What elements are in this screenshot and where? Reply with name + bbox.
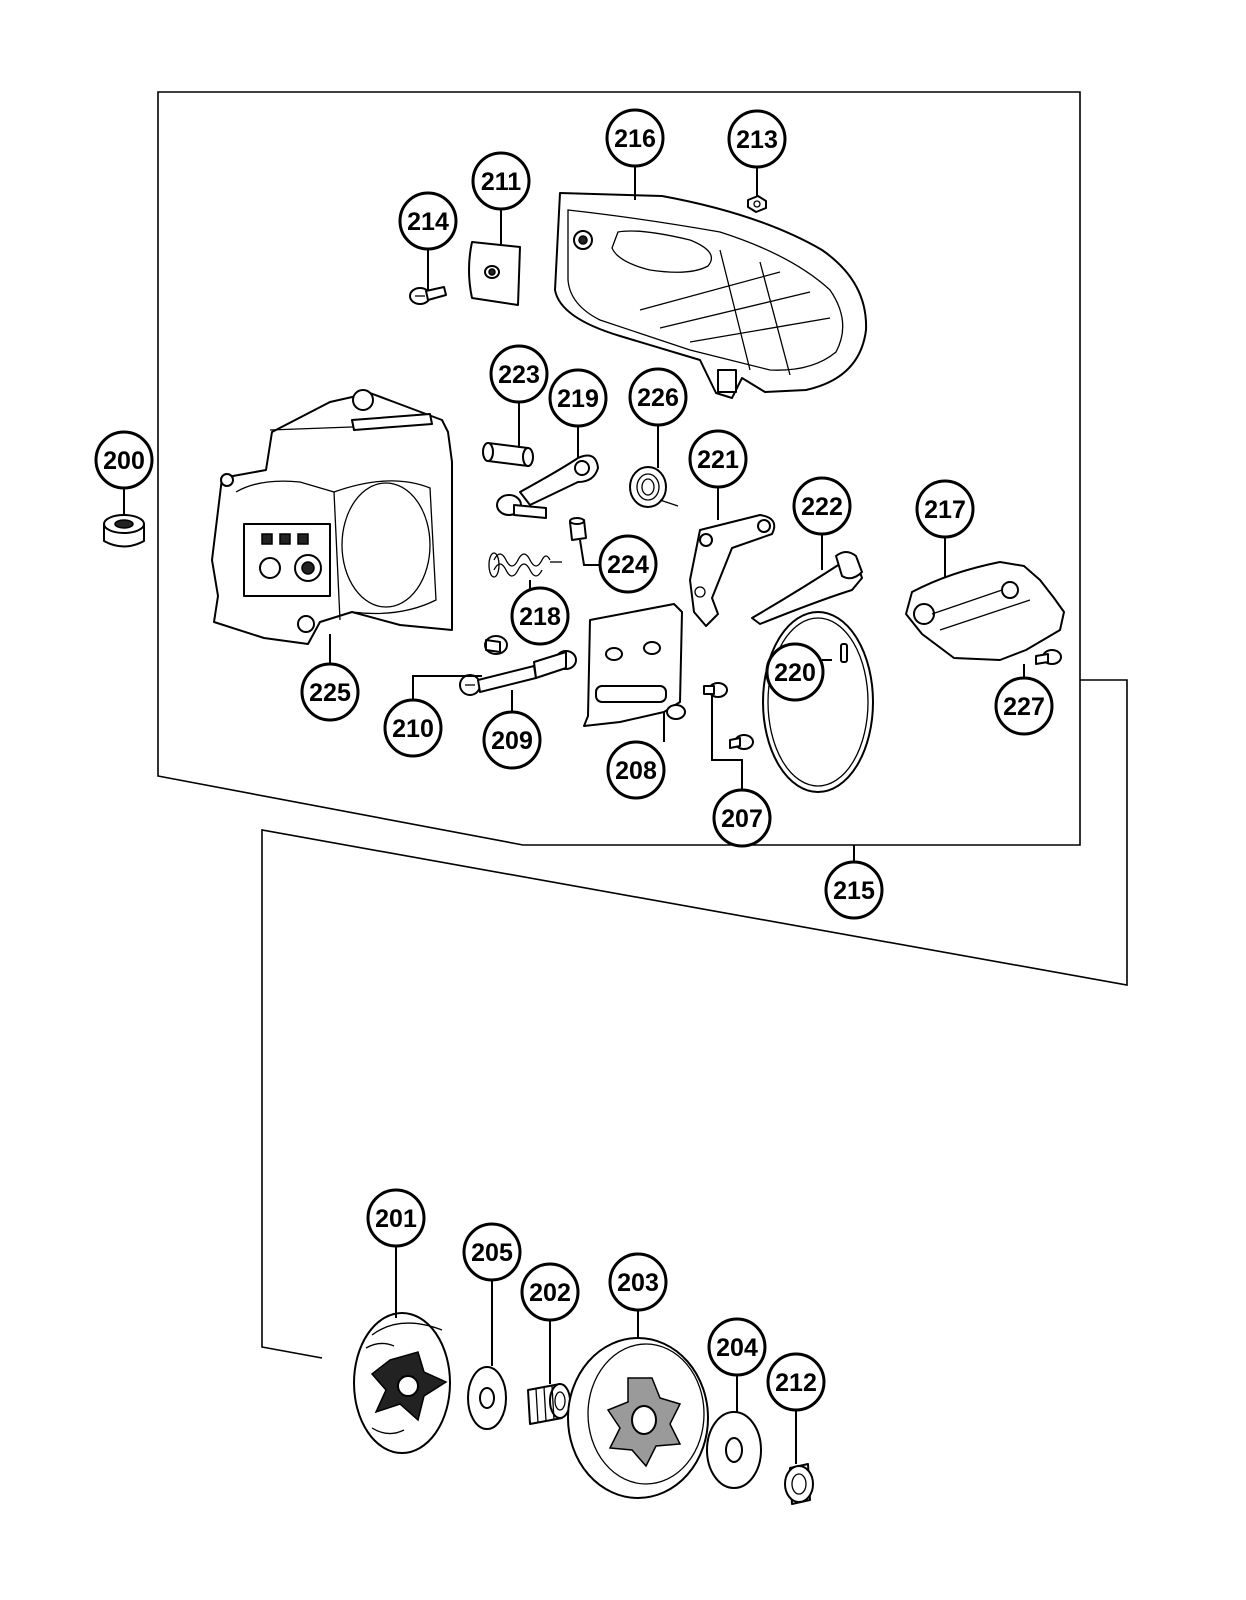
- callout-label-204: 204: [716, 1334, 758, 1362]
- nut-213: [747, 195, 767, 213]
- callout-label-212: 212: [775, 1369, 817, 1397]
- callout-224: 224: [598, 534, 658, 594]
- callout-211: 211: [471, 151, 531, 211]
- cover-216: [554, 192, 868, 399]
- clutch-drum-203: [567, 1337, 709, 1499]
- callout-label-205: 205: [471, 1239, 513, 1267]
- brake-lever-221: [689, 514, 776, 627]
- assembly-frames: [157, 91, 1128, 1359]
- bolt-210: [484, 635, 508, 655]
- callout-label-207: 207: [721, 805, 763, 833]
- housing-225: [211, 389, 453, 645]
- callout-label-224: 224: [607, 551, 649, 579]
- callout-205: 205: [462, 1222, 522, 1282]
- callout-label-223: 223: [498, 361, 540, 389]
- lever-219: [496, 454, 599, 519]
- callout-label-208: 208: [615, 757, 657, 785]
- callout-213: 213: [727, 109, 787, 169]
- guide-plate-208: [583, 603, 686, 727]
- clutch-201: [353, 1312, 451, 1454]
- callout-208: 208: [606, 740, 666, 800]
- callout-label-225: 225: [309, 679, 351, 707]
- callouts: 200 214 211 216 213 223 219 226 221 222 …: [94, 108, 1054, 1412]
- sleeve-223: [482, 442, 534, 467]
- leader-lines: [123, 166, 1025, 1464]
- callout-222: 222: [792, 476, 852, 536]
- callout-label-218: 218: [519, 603, 561, 631]
- washer-205: [467, 1366, 507, 1430]
- callout-label-200: 200: [103, 447, 145, 475]
- callout-220: 220: [765, 642, 825, 702]
- callout-209: 209: [482, 710, 542, 770]
- guard-217: [905, 561, 1065, 661]
- callout-label-226: 226: [637, 384, 679, 412]
- callout-207: 207: [712, 788, 772, 848]
- callout-216: 216: [605, 108, 665, 168]
- screw-227: [1035, 649, 1062, 665]
- callout-label-213: 213: [736, 126, 778, 154]
- callout-label-203: 203: [617, 1269, 659, 1297]
- screw-214: [409, 286, 447, 305]
- callout-202: 202: [520, 1262, 580, 1322]
- callout-212: 212: [766, 1352, 826, 1412]
- callout-225: 225: [300, 662, 360, 722]
- callout-215: 215: [824, 860, 884, 920]
- bushing-200: [103, 514, 145, 548]
- callout-label-209: 209: [491, 727, 533, 755]
- plate-211: [468, 241, 521, 306]
- callout-217: 217: [915, 479, 975, 539]
- callout-label-227: 227: [1003, 693, 1045, 721]
- callout-label-214: 214: [407, 208, 449, 236]
- spring-218: [488, 552, 562, 578]
- parts-drawings: [103, 192, 1065, 1505]
- bushing-212: [784, 1463, 814, 1505]
- callout-203: 203: [608, 1252, 668, 1312]
- callout-204: 204: [707, 1317, 767, 1377]
- callout-200: 200: [94, 430, 154, 490]
- callout-label-219: 219: [557, 385, 599, 413]
- callout-223: 223: [489, 344, 549, 404]
- callout-221: 221: [688, 429, 748, 489]
- upper-assembly-frame: [157, 91, 1081, 846]
- callout-label-220: 220: [774, 659, 816, 687]
- callout-label-210: 210: [392, 715, 434, 743]
- washer-204: [706, 1411, 762, 1489]
- callout-214: 214: [398, 191, 458, 251]
- bolt-209: [459, 650, 577, 696]
- callout-label-215: 215: [833, 877, 875, 905]
- callout-218: 218: [510, 586, 570, 646]
- callout-226: 226: [628, 367, 688, 427]
- callout-227: 227: [994, 676, 1054, 736]
- callout-label-201: 201: [375, 1205, 417, 1233]
- lower-assembly-frame: [261, 679, 1128, 1359]
- torsion-spring-226: [629, 466, 679, 508]
- callout-label-216: 216: [614, 125, 656, 153]
- callout-label-221: 221: [697, 446, 739, 474]
- callout-219: 219: [548, 368, 608, 428]
- needle-bearing-202: [527, 1383, 571, 1425]
- callout-201: 201: [366, 1188, 426, 1248]
- callout-210: 210: [383, 698, 443, 758]
- pin-220: [840, 643, 848, 663]
- screws-207: [703, 682, 754, 750]
- callout-label-222: 222: [801, 493, 843, 521]
- callout-label-217: 217: [924, 496, 966, 524]
- callout-label-202: 202: [529, 1279, 571, 1307]
- callout-label-211: 211: [481, 168, 521, 196]
- pin-224: [569, 517, 587, 541]
